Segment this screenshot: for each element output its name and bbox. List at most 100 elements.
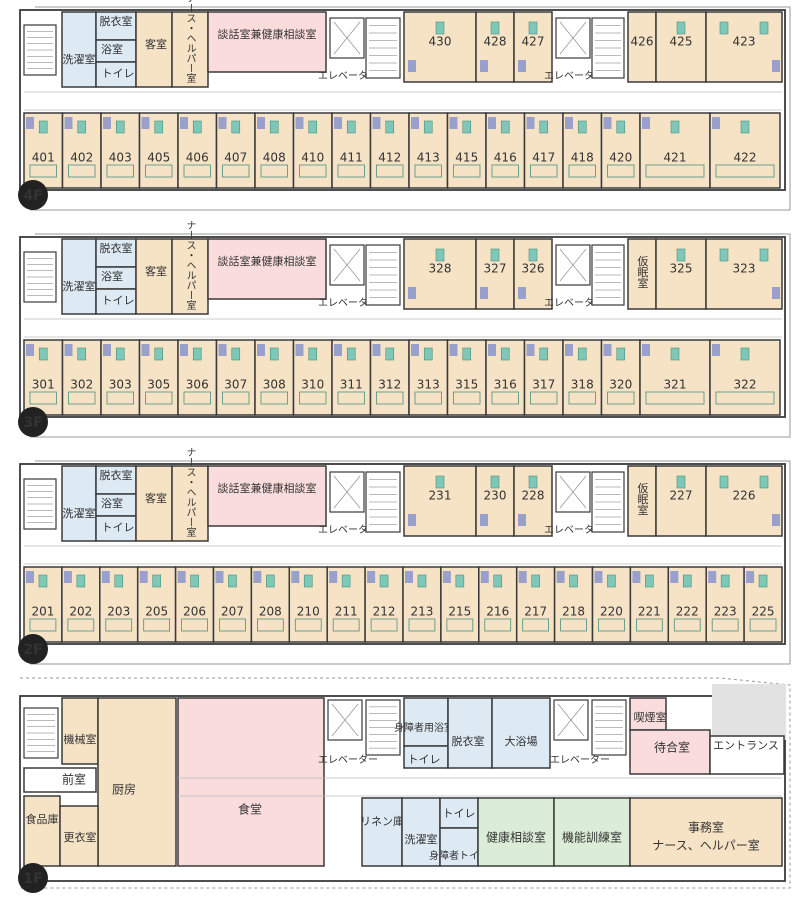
resident-room-number: 327 xyxy=(484,262,507,276)
bathroom-label: 浴室 xyxy=(101,496,123,510)
resident-room-number: 421 xyxy=(664,151,687,165)
resident-room-number: 228 xyxy=(522,489,545,503)
bed-icon xyxy=(484,618,512,632)
floor-badge: 1F xyxy=(23,871,42,887)
window-icon xyxy=(518,60,526,72)
resident-room-number: 311 xyxy=(340,378,363,392)
resident-room-number: 227 xyxy=(670,489,693,503)
resident-room-number: 407 xyxy=(224,151,247,165)
laundry-room xyxy=(61,238,97,315)
window-icon xyxy=(405,571,413,583)
resident-room-number: 230 xyxy=(484,489,507,503)
locker-room-label: 更衣室 xyxy=(64,830,97,844)
toilet-icon xyxy=(346,120,356,134)
bed-icon xyxy=(560,618,587,632)
bed-icon xyxy=(453,164,481,178)
resident-room-number: 316 xyxy=(494,378,517,392)
toilet-icon xyxy=(190,574,199,588)
resident-room-number: 427 xyxy=(522,35,545,49)
guest-room-label: 客室 xyxy=(145,491,167,505)
toilet-icon xyxy=(423,347,433,361)
resident-room-number: 323 xyxy=(733,262,756,276)
toilet-icon xyxy=(115,120,125,134)
bed-icon xyxy=(568,391,596,405)
nurse-helper-room-label: ナース・ヘルパー室 xyxy=(184,220,196,310)
floor-badge-circle xyxy=(18,863,48,893)
window-icon xyxy=(141,117,150,129)
bed-icon xyxy=(568,164,596,178)
canopy xyxy=(712,684,786,740)
bed-icon xyxy=(105,618,133,632)
accessible-bathroom-label: 身障者用浴室 xyxy=(394,721,454,734)
toilet-icon xyxy=(455,574,465,588)
window-icon xyxy=(772,287,780,299)
nap-room-label: 仮眠室 xyxy=(636,482,649,515)
toilet-icon xyxy=(531,574,540,588)
resident-room-number: 317 xyxy=(532,378,555,392)
window-icon xyxy=(101,571,110,583)
public-bath xyxy=(491,697,551,769)
dining-hall-label: 食堂 xyxy=(238,802,262,817)
toilet-icon xyxy=(577,120,587,134)
resident-room xyxy=(705,465,783,537)
changing-room-label: 脱衣室 xyxy=(100,468,133,482)
resident-room-number: 231 xyxy=(429,489,452,503)
window-icon xyxy=(603,117,612,129)
bed-icon xyxy=(453,391,481,405)
toilet-icon xyxy=(607,574,616,588)
toilet-icon xyxy=(76,574,86,588)
accessible-toilet-label: 身障者トイレ xyxy=(429,849,489,862)
toilet-label: トイレ xyxy=(102,294,135,307)
functional-training-room-label: 機能訓練室 xyxy=(562,830,622,845)
laundry-room xyxy=(401,797,441,867)
resident-room-number: 318 xyxy=(571,378,594,392)
bed-icon xyxy=(435,475,445,489)
resident-room-number: 303 xyxy=(109,378,132,392)
resident-room-number: 410 xyxy=(301,151,324,165)
bed-icon xyxy=(68,391,96,405)
lounge-consultation-room-label: 談話室兼健康相談室 xyxy=(218,254,317,268)
resident-room-number: 322 xyxy=(734,378,757,392)
bed-icon xyxy=(645,391,705,405)
bed-icon xyxy=(68,164,96,178)
bed-icon xyxy=(299,391,327,405)
resident-room-number: 325 xyxy=(670,262,693,276)
window-icon xyxy=(26,571,34,583)
window-icon xyxy=(26,117,34,129)
elevator xyxy=(555,244,591,286)
toilet xyxy=(95,288,137,315)
resident-room-number: 310 xyxy=(301,378,324,392)
office xyxy=(629,797,783,867)
elevator-cross xyxy=(559,248,587,282)
anteroom xyxy=(23,767,97,793)
resident-room-number: 403 xyxy=(109,151,132,165)
bed-icon xyxy=(607,164,635,178)
resident-room-number: 307 xyxy=(224,378,247,392)
resident-room-number: 305 xyxy=(147,378,170,392)
nurse-helper-room-label: ナース・ヘルパー室 xyxy=(184,0,196,83)
food-storage-label: 食品庫 xyxy=(26,812,59,826)
laundry-room xyxy=(61,465,97,542)
toilet-icon xyxy=(462,347,472,361)
resident-room-number: 313 xyxy=(417,378,440,392)
resident-room-number: 301 xyxy=(32,378,55,392)
window-icon xyxy=(26,344,34,356)
resident-room-number: 201 xyxy=(31,605,54,619)
public-bath-label: 大浴場 xyxy=(505,734,538,748)
elevator-cross xyxy=(557,703,585,737)
bed-icon xyxy=(598,618,625,632)
toilet-label: トイレ xyxy=(408,753,441,766)
bed-icon xyxy=(222,164,250,178)
changing-room-label: 脱衣室 xyxy=(100,14,133,28)
window-icon xyxy=(295,344,304,356)
elevator-label: エレベーター xyxy=(544,297,604,309)
window-icon xyxy=(408,287,416,299)
nap-room-label: 仮眠室 xyxy=(636,255,649,288)
toilet-icon xyxy=(266,574,275,588)
lounge-consultation-room-label: 談話室兼健康相談室 xyxy=(218,27,317,41)
resident-room-number: 405 xyxy=(147,151,170,165)
resident-room-number: 207 xyxy=(221,605,244,619)
resident-room-number: 218 xyxy=(562,605,585,619)
window-icon xyxy=(449,117,458,129)
